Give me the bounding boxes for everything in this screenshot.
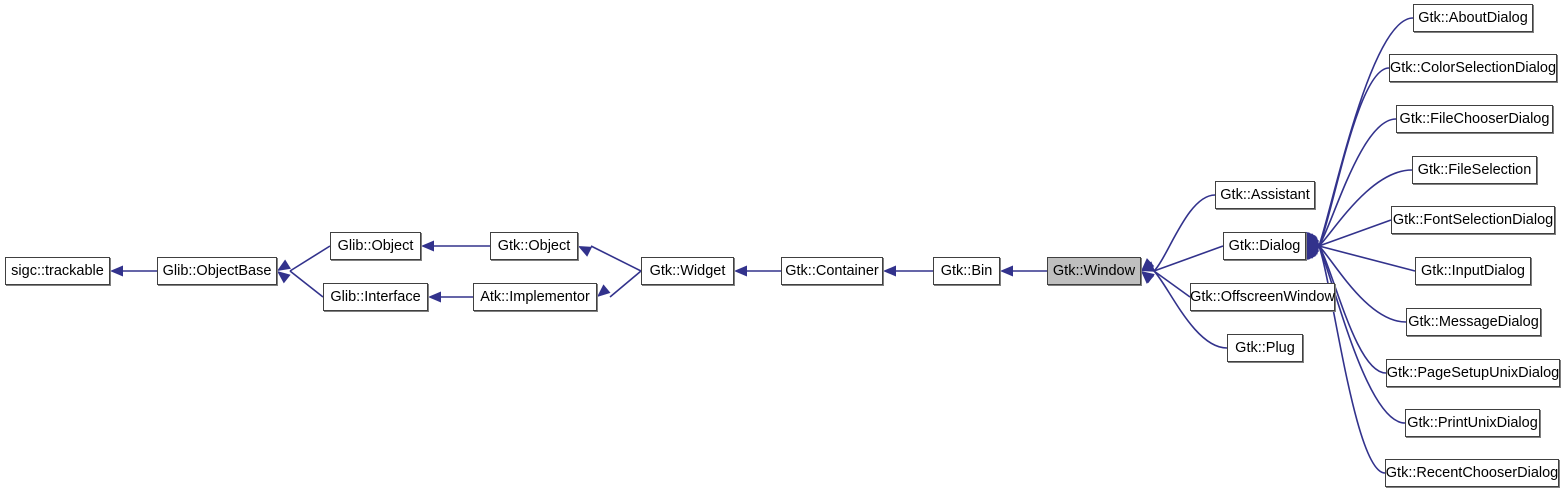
inheritance-arrowhead: [1306, 231, 1317, 246]
class-node-gtk-pagesetupunixdialog[interactable]: Gtk::PageSetupUnixDialog: [1386, 359, 1560, 387]
class-node-gtk-inputdialog[interactable]: Gtk::InputDialog: [1415, 257, 1531, 285]
class-node-gtk-plug[interactable]: Gtk::Plug: [1227, 334, 1303, 362]
class-node-label: Gtk::Bin: [940, 262, 993, 279]
class-node-glib-objectbase[interactable]: Glib::ObjectBase: [157, 257, 277, 285]
inheritance-edge: [1306, 118, 1397, 247]
class-node-label: sigc::trackable: [11, 262, 104, 279]
class-node-label: Gtk::InputDialog: [1421, 262, 1525, 279]
class-node-label: Glib::Object: [337, 237, 414, 254]
inheritance-edge: [1306, 245, 1406, 424]
class-node-gtk-colorselectiondialog[interactable]: Gtk::ColorSelectionDialog: [1389, 54, 1557, 82]
class-node-label: Gtk::Dialog: [1228, 237, 1301, 254]
inheritance-arrowhead: [734, 265, 747, 277]
class-node-label: Gtk::AboutDialog: [1418, 9, 1528, 26]
class-node-label: Gtk::FileChooserDialog: [1399, 110, 1550, 127]
class-node-gtk-recentchooserdialog[interactable]: Gtk::RecentChooserDialog: [1385, 459, 1559, 487]
inheritance-edge: [277, 270, 324, 298]
inheritance-arrowhead: [1306, 243, 1320, 255]
class-node-label: Gtk::Widget: [649, 262, 726, 279]
class-node-label: Gtk::ColorSelectionDialog: [1389, 59, 1557, 76]
inheritance-arrowhead: [277, 271, 291, 284]
inheritance-arrowhead: [1306, 232, 1318, 246]
class-node-gtk-offscreenwindow[interactable]: Gtk::OffscreenWindow: [1190, 283, 1335, 311]
class-node-gtk-fileselection[interactable]: Gtk::FileSelection: [1412, 156, 1537, 184]
class-node-gtk-fontselectiondialog[interactable]: Gtk::FontSelectionDialog: [1391, 206, 1555, 234]
inheritance-edge: [421, 240, 490, 252]
inheritance-arrowhead: [1306, 246, 1318, 260]
class-node-label: Glib::Interface: [330, 288, 421, 305]
class-node-atk-implementor[interactable]: Atk::Implementor: [473, 283, 597, 311]
inheritance-arrowhead: [1141, 261, 1156, 272]
class-node-gtk-aboutdialog[interactable]: Gtk::AboutDialog: [1413, 4, 1533, 32]
inheritance-arrowhead: [1306, 236, 1321, 247]
inheritance-arrowhead: [110, 265, 123, 277]
class-node-glib-interface[interactable]: Glib::Interface: [323, 283, 428, 311]
class-node-glib-object[interactable]: Glib::Object: [330, 232, 421, 260]
inheritance-arrowhead: [1306, 246, 1317, 261]
class-node-label: Gtk::Assistant: [1220, 186, 1310, 203]
class-node-gtk-filechooserdialog[interactable]: Gtk::FileChooserDialog: [1396, 105, 1553, 133]
class-node-gtk-object[interactable]: Gtk::Object: [490, 232, 578, 260]
class-node-label: Gtk::Object: [497, 237, 571, 254]
class-node-label: Gtk::PrintUnixDialog: [1407, 414, 1538, 431]
class-node-gtk-assistant[interactable]: Gtk::Assistant: [1215, 181, 1315, 209]
inheritance-arrowhead: [1141, 258, 1155, 271]
class-node-gtk-widget[interactable]: Gtk::Widget: [641, 257, 734, 285]
inheritance-arrowhead: [1306, 246, 1320, 259]
class-node-label: Gtk::Window: [1052, 262, 1136, 279]
inheritance-arrowhead: [597, 284, 611, 297]
inheritance-arrowhead: [578, 246, 593, 257]
inheritance-edge: [1141, 194, 1216, 272]
inheritance-arrowhead: [277, 259, 291, 271]
inheritance-edge: [1141, 245, 1224, 272]
class-node-gtk-messagedialog[interactable]: Gtk::MessageDialog: [1406, 308, 1541, 336]
class-node-sigc-trackable[interactable]: sigc::trackable: [5, 257, 110, 285]
inheritance-arrowhead: [1141, 271, 1155, 284]
inheritance-edge: [110, 265, 157, 277]
class-node-gtk-window[interactable]: Gtk::Window: [1047, 257, 1141, 285]
class-node-label: Gtk::FileSelection: [1417, 161, 1532, 178]
inheritance-edge: [597, 270, 642, 298]
inheritance-edge: [1000, 265, 1047, 277]
inheritance-arrowhead: [428, 291, 441, 303]
inheritance-arrowhead: [1000, 265, 1013, 277]
inheritance-edge: [734, 265, 781, 277]
inheritance-edge: [883, 265, 933, 277]
inheritance-arrowhead: [1306, 233, 1320, 246]
class-node-gtk-printunixdialog[interactable]: Gtk::PrintUnixDialog: [1405, 409, 1540, 437]
class-node-gtk-dialog[interactable]: Gtk::Dialog: [1223, 232, 1306, 260]
class-node-label: Gtk::PageSetupUnixDialog: [1386, 364, 1560, 381]
inheritance-edge: [277, 245, 331, 272]
inheritance-edge: [1305, 245, 1386, 474]
inheritance-edge: [1306, 67, 1390, 247]
class-node-label: Gtk::FontSelectionDialog: [1392, 211, 1554, 228]
inheritance-edge: [428, 291, 473, 303]
class-node-gtk-bin[interactable]: Gtk::Bin: [933, 257, 1000, 285]
inheritance-edge: [578, 245, 642, 272]
class-node-label: Gtk::OffscreenWindow: [1190, 288, 1335, 305]
class-node-label: Gtk::MessageDialog: [1408, 313, 1539, 330]
inheritance-arrowhead: [421, 240, 434, 252]
inheritance-edge: [1306, 219, 1392, 247]
class-node-label: Atk::Implementor: [480, 288, 590, 305]
inheritance-edge: [1306, 243, 1416, 272]
class-node-label: Glib::ObjectBase: [162, 262, 272, 279]
class-node-label: Gtk::Container: [785, 262, 879, 279]
inheritance-arrowhead: [1141, 271, 1155, 284]
class-node-gtk-container[interactable]: Gtk::Container: [781, 257, 883, 285]
class-node-label: Gtk::Plug: [1235, 339, 1295, 356]
class-node-label: Gtk::RecentChooserDialog: [1385, 464, 1559, 481]
